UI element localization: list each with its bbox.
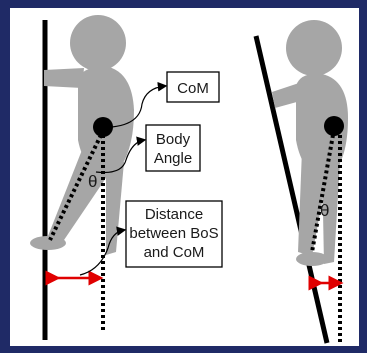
right-figure: θ <box>256 20 348 343</box>
right-foot <box>296 252 328 266</box>
right-com-dot <box>324 116 344 136</box>
distance-label-line1: Distance <box>145 206 203 223</box>
left-head <box>70 15 126 71</box>
distance-label-line2: between BoS <box>129 225 218 242</box>
distance-label-line3: and CoM <box>144 244 205 261</box>
body-angle-label-line2: Angle <box>154 150 192 167</box>
left-foot <box>30 236 66 250</box>
right-head <box>286 20 342 76</box>
body-angle-label-line1: Body <box>156 131 191 148</box>
left-figure: θ <box>30 15 134 340</box>
right-theta-label: θ <box>320 201 329 220</box>
left-leg-rear <box>106 160 124 255</box>
left-theta-label: θ <box>88 172 97 191</box>
com-label: CoM <box>177 80 209 97</box>
left-com-dot <box>93 117 113 137</box>
